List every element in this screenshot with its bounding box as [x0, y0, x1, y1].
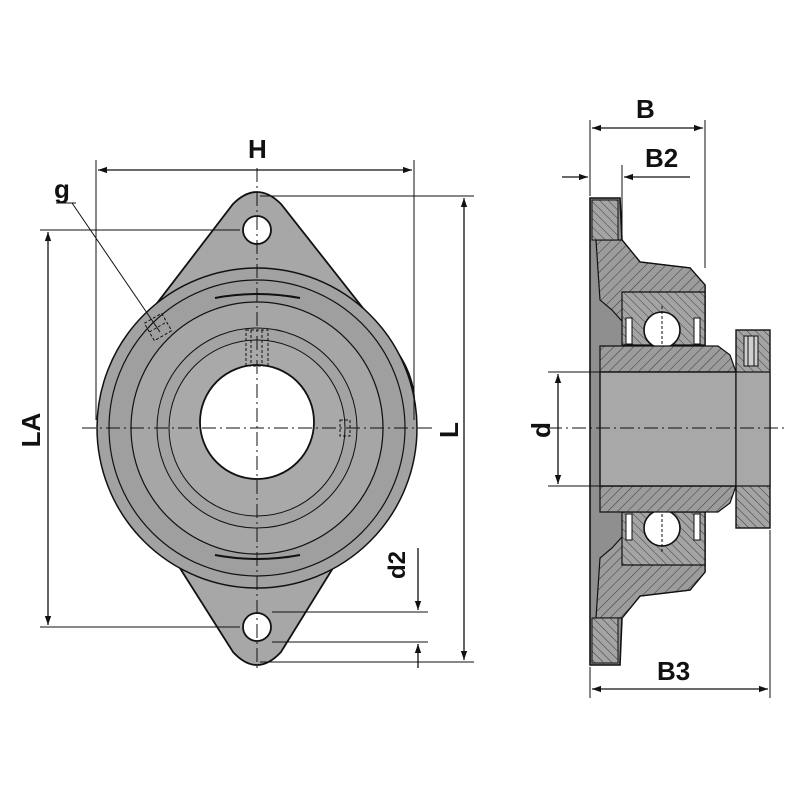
section-dimensions	[548, 120, 771, 698]
grease-fitting	[143, 312, 173, 342]
label-B: B	[636, 94, 655, 124]
label-g: g	[54, 174, 70, 204]
front-view	[82, 168, 432, 668]
label-LA: LA	[16, 412, 46, 447]
label-H: H	[248, 134, 267, 164]
section-view	[548, 197, 785, 666]
inner-race-top	[599, 345, 737, 373]
label-B2: B2	[645, 143, 678, 173]
label-d: d	[526, 422, 556, 438]
front-dimensions	[40, 160, 474, 668]
shaft-bore-section	[599, 371, 737, 487]
label-B3: B3	[657, 656, 690, 686]
label-L: L	[434, 422, 464, 438]
inner-race-bottom	[599, 485, 737, 513]
label-d2: d2	[384, 551, 411, 579]
